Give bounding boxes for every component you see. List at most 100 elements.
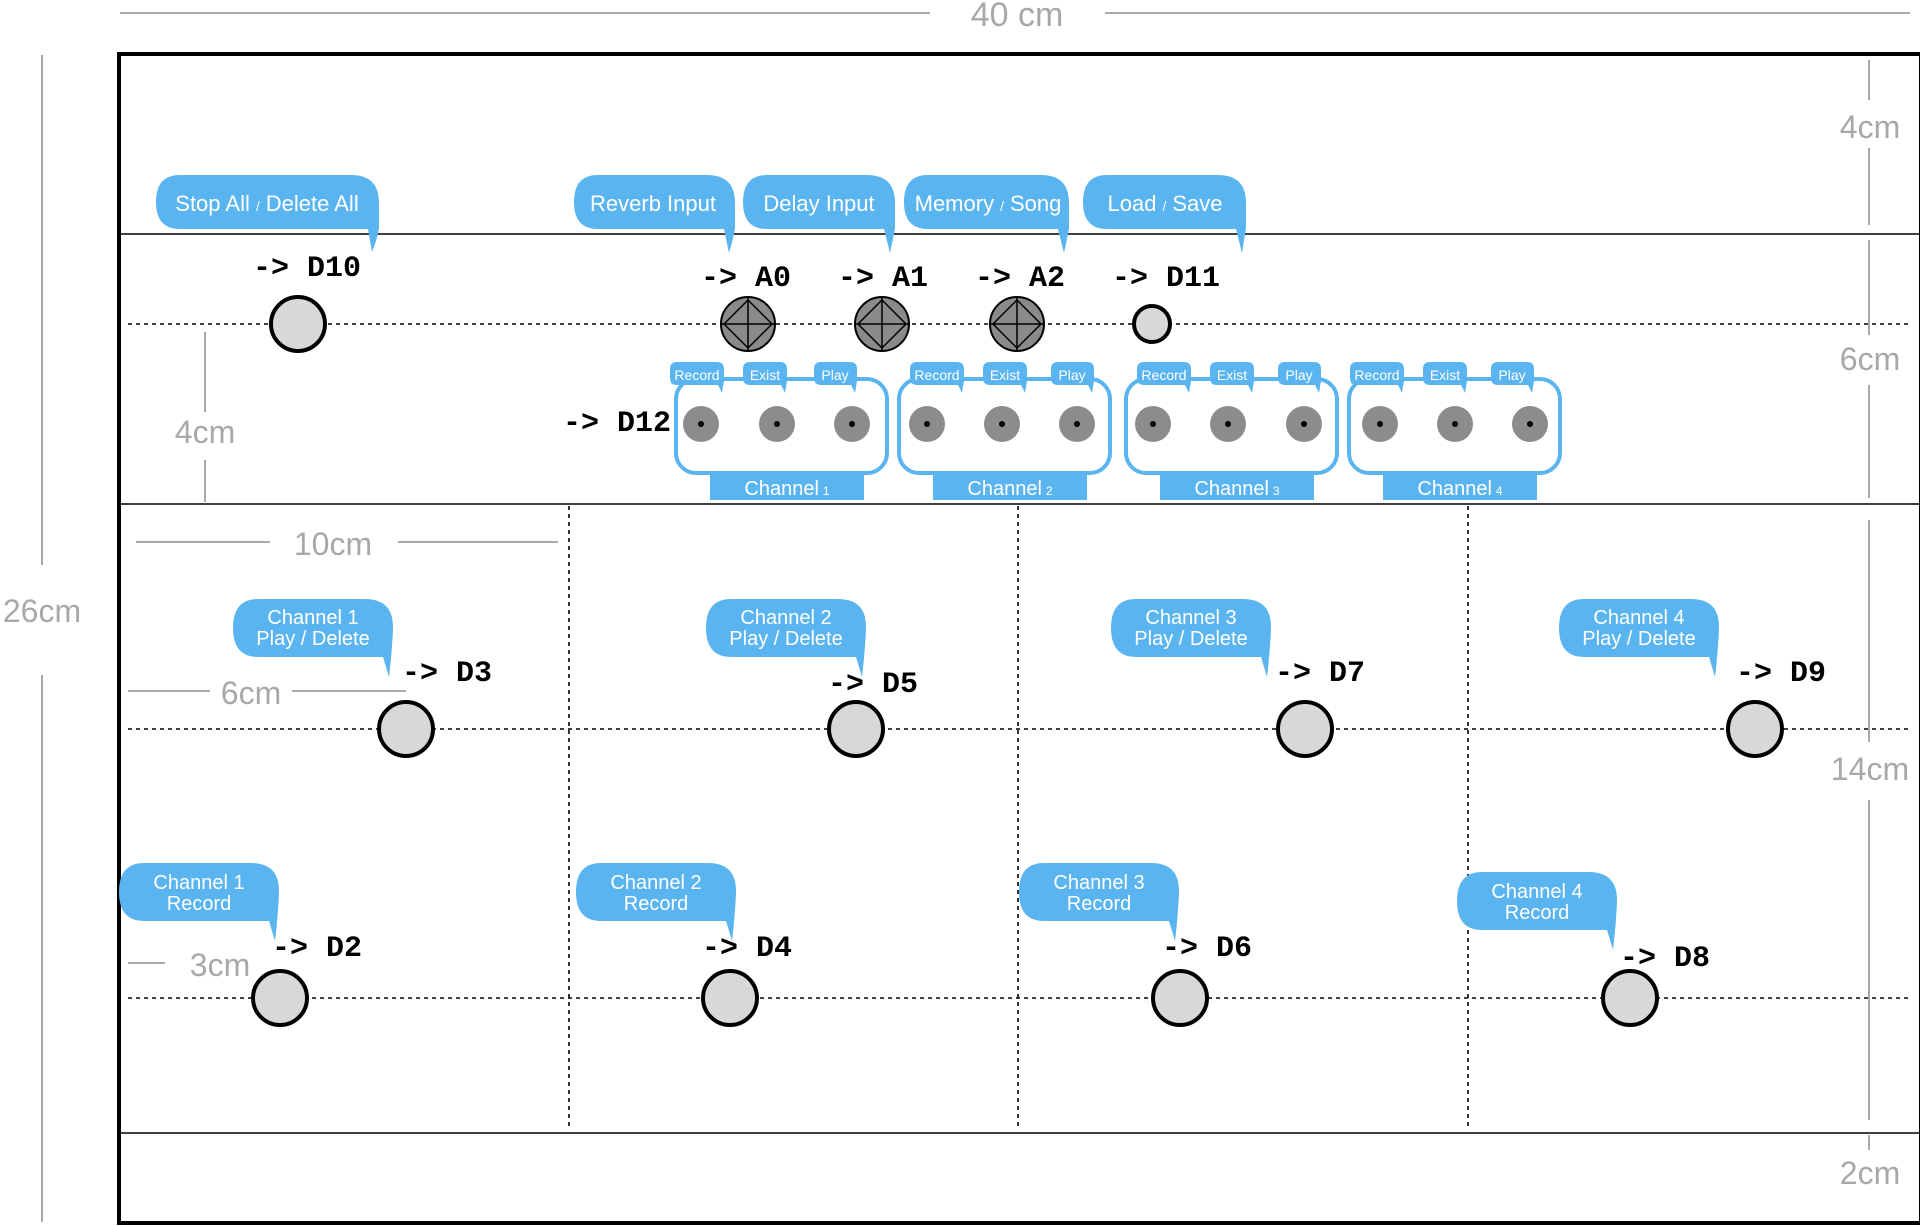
pin-a1: -> A1: [838, 262, 928, 296]
bubble-delay-input: Delay Input: [743, 175, 895, 253]
bubble-memory-main: Memory: [915, 191, 994, 216]
channel-4-tab-record: Record: [1354, 367, 1399, 383]
footswitch-stop-all[interactable]: [269, 295, 327, 353]
channel-2-word: Channel: [967, 478, 1042, 500]
bubble-play-delete-4: Channel 4 Play / Delete: [1559, 599, 1719, 677]
svg-text:Channel 2: Channel 2: [740, 607, 831, 629]
pin-d12: -> D12: [563, 407, 671, 441]
footswitches-play-delete: [377, 700, 1784, 758]
svg-text:Channel 2: Channel 2: [610, 872, 701, 894]
channel-4-word: Channel: [1417, 478, 1492, 500]
bubble-load-sep: /: [1162, 198, 1166, 214]
svg-text:Memory/Song: Memory/Song: [915, 191, 1062, 216]
footswitch-play-delete-1[interactable]: [377, 700, 435, 758]
pin-d2: -> D2: [272, 932, 362, 966]
footswitch-play-delete-3[interactable]: [1276, 700, 1334, 758]
record-4-label: Channel 4: [1491, 881, 1582, 903]
bubble-memory-song: Memory/Song: [904, 175, 1069, 253]
knob-delay[interactable]: [854, 296, 910, 352]
channel-3-word: Channel: [1194, 478, 1269, 500]
channel-2-tab-record: Record: [914, 367, 959, 383]
channel-3-tab-play: Play: [1285, 367, 1312, 383]
pin-a2: -> A2: [975, 262, 1065, 296]
footswitch-record-1[interactable]: [251, 969, 309, 1027]
bubble-play-delete-1: Channel 1 Play / Delete: [233, 599, 393, 677]
footswitch-record-4[interactable]: [1601, 969, 1659, 1027]
pin-d5: -> D5: [828, 668, 918, 702]
footswitch-record-3[interactable]: [1151, 969, 1209, 1027]
pin-labels-record: -> D2 -> D4 -> D6 -> D8: [272, 932, 1710, 976]
pin-d6: -> D6: [1162, 932, 1252, 966]
dim-row-4: 2cm: [1840, 1155, 1900, 1191]
bubble-record-2: Channel 2 Record: [576, 863, 736, 941]
bubble-record-1: Channel 1 Record: [119, 863, 279, 941]
dim-pot-row: 4cm: [175, 414, 235, 450]
svg-text:Load/Save: Load/Save: [1108, 191, 1223, 216]
pin-d11: -> D11: [1112, 262, 1220, 296]
bubble-load-save: Load/Save: [1083, 175, 1246, 253]
bubble-load-main: Load: [1108, 191, 1157, 216]
svg-text:Channel 3: Channel 3: [1145, 607, 1236, 629]
callouts-top: Stop All / Delete All Reverb Input Delay I…: [156, 175, 1246, 253]
play-delete-4-text: Play / Delete: [1582, 628, 1695, 650]
channel-1-word: Channel: [744, 478, 819, 500]
pin-d10: -> D10: [253, 252, 361, 286]
enclosure-outline: [117, 52, 1920, 1225]
bubble-reverb-input: Reverb Input: [574, 175, 735, 253]
bubble-stop-all-alt: Delete All: [266, 191, 359, 216]
knob-reverb[interactable]: [720, 296, 776, 352]
footswitch-play-delete-4[interactable]: [1726, 700, 1784, 758]
channel-2-number: 2: [1046, 484, 1053, 498]
channel-1-tab-exist: Exist: [750, 367, 780, 383]
play-delete-2-label: Channel 2: [740, 607, 831, 629]
button-load-save[interactable]: [1132, 304, 1172, 344]
bubble-memory-alt: Song: [1010, 191, 1061, 216]
pin-a0: -> A0: [701, 262, 791, 296]
callouts-record: Channel 1 Record Channel 2 Record Channe…: [119, 863, 1617, 950]
svg-text:Channel 3: Channel 3: [1053, 872, 1144, 894]
play-delete-2-text: Play / Delete: [729, 628, 842, 650]
bubble-play-delete-3: Channel 3 Play / Delete: [1111, 599, 1271, 677]
bubble-stop-all: Stop All / Delete All: [156, 175, 379, 252]
dim-record-offset: 3cm: [190, 947, 250, 983]
svg-text:Stop All/Delete All: Stop All / Delete All: [175, 191, 358, 216]
dim-switch-offset: 6cm: [221, 675, 281, 711]
channel-2-tab-exist: Exist: [990, 367, 1020, 383]
bubble-delay-input-text: Delay Input: [763, 191, 874, 216]
channel-3-tab-exist: Exist: [1217, 367, 1247, 383]
bubble-stop-all-main: Stop All: [175, 191, 250, 216]
play-delete-3-text: Play / Delete: [1134, 628, 1247, 650]
record-3-text: Record: [1067, 893, 1131, 915]
channel-3-tab-record: Record: [1141, 367, 1186, 383]
dimension-lines: [41, 12, 1910, 1222]
footswitch-record-2[interactable]: [701, 969, 759, 1027]
callouts-play-delete: Channel 1 Play / Delete Channel 2 Play /…: [233, 599, 1719, 677]
bubble-stop-all-sep: /: [256, 198, 260, 214]
bubble-reverb-input-text: Reverb Input: [590, 191, 716, 216]
play-delete-1-label: Channel 1: [267, 607, 358, 629]
footswitch-play-delete-2[interactable]: [827, 700, 885, 758]
pin-d3: -> D3: [402, 657, 492, 691]
play-delete-4-label: Channel 4: [1593, 607, 1684, 629]
pin-d9: -> D9: [1736, 657, 1826, 691]
footswitches-record: [251, 969, 1659, 1027]
channel-3-number: 3: [1273, 484, 1280, 498]
play-delete-1-text: Play / Delete: [256, 628, 369, 650]
record-1-text: Record: [167, 893, 231, 915]
record-2-text: Record: [624, 893, 688, 915]
channel-block-3: Channel 3 Record Exist Play: [1124, 362, 1339, 500]
play-delete-3-label: Channel 3: [1145, 607, 1236, 629]
dim-row-1: 4cm: [1840, 109, 1900, 145]
channel-1-tab-play: Play: [821, 367, 848, 383]
record-3-label: Channel 3: [1053, 872, 1144, 894]
knob-memory[interactable]: [989, 296, 1045, 352]
bubble-record-3: Channel 3 Record: [1019, 863, 1179, 941]
enclosure: [117, 52, 1920, 1225]
channel-1-tab-record: Record: [674, 367, 719, 383]
